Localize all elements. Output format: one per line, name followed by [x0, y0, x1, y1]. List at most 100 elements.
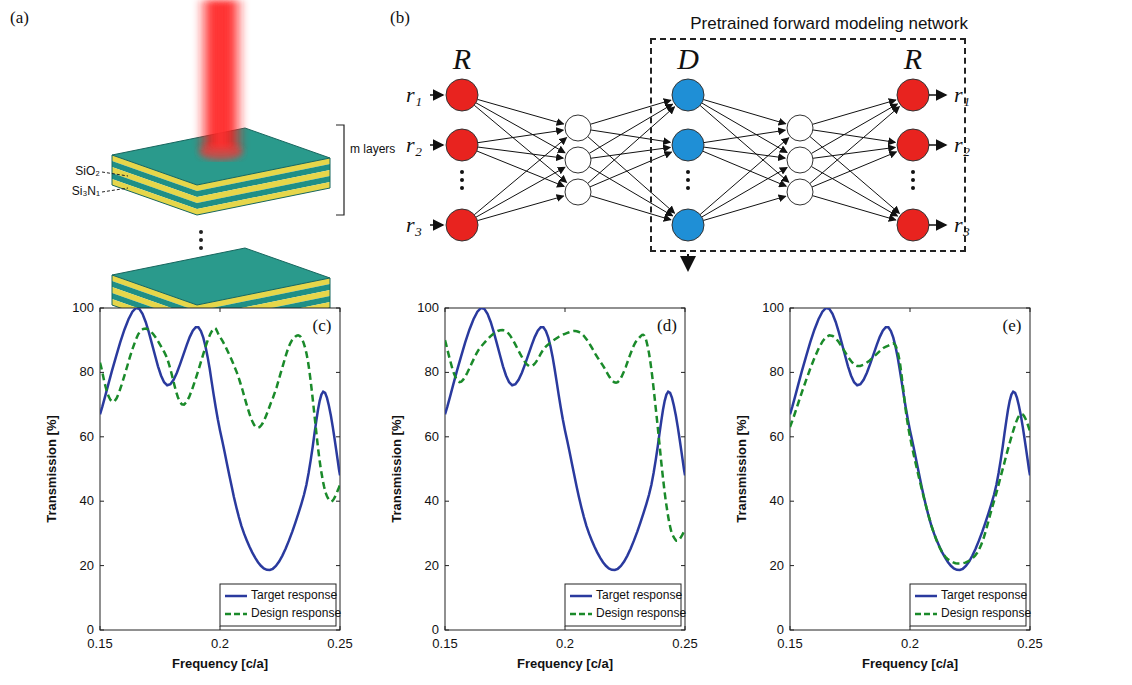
plot-frame	[100, 308, 340, 630]
tick	[445, 630, 449, 631]
tick-label: 40	[80, 494, 94, 508]
axis-title: Frequency [c/a]	[517, 657, 613, 671]
tick	[445, 565, 449, 566]
weight-line	[703, 196, 785, 220]
tick	[445, 501, 449, 502]
tick	[681, 372, 685, 373]
layer-face	[197, 182, 330, 215]
weight-line	[812, 152, 896, 187]
legend-text: Design response	[251, 607, 341, 620]
tick-label: 60	[80, 430, 94, 444]
weight-line	[477, 196, 563, 221]
weight-line	[810, 107, 899, 184]
tick-label: 0.25	[1017, 637, 1042, 651]
tick	[1026, 501, 1030, 502]
tick	[565, 626, 566, 630]
tick	[681, 436, 685, 437]
tick-label: 40	[770, 494, 784, 508]
tick	[336, 501, 340, 502]
tick-label: 0.15	[432, 637, 457, 651]
ellipsis-dot	[911, 186, 915, 190]
neuron	[897, 209, 929, 241]
input-arrow	[430, 224, 443, 226]
tick	[790, 436, 794, 437]
weight-line	[702, 168, 787, 217]
tick-label: 100	[762, 301, 784, 315]
axis-title: Frequency [c/a]	[862, 657, 958, 671]
legend-text: Design response	[596, 607, 686, 620]
tick-label: 0.15	[777, 637, 802, 651]
material-name: Si₃N₁	[72, 185, 100, 198]
panel-label: (e)	[1003, 317, 1022, 336]
label: D	[677, 42, 699, 75]
neuron	[446, 129, 478, 161]
tick	[100, 308, 104, 309]
legend-sample	[225, 613, 247, 616]
vector-component: r₁	[406, 83, 422, 107]
tick	[220, 308, 221, 312]
tick	[1026, 372, 1030, 373]
tick-label: 0.2	[211, 637, 229, 651]
legend-text: Target response	[251, 589, 337, 602]
tick	[1026, 436, 1030, 437]
vector-component: r₃	[954, 213, 970, 237]
plot-frame	[445, 308, 685, 630]
tick-label: 20	[770, 558, 784, 572]
vector-component: r₂	[954, 133, 970, 157]
tick	[681, 501, 685, 502]
axis-title: Transmission [%]	[390, 415, 404, 523]
multilayer-stack	[112, 128, 330, 335]
legend-text: Design response	[941, 607, 1031, 620]
legend-sample	[570, 613, 592, 616]
tick-label: 0.25	[327, 637, 352, 651]
tick	[100, 630, 104, 631]
label: (b)	[390, 9, 410, 28]
tick-label: 80	[770, 365, 784, 379]
tick	[790, 308, 794, 309]
tick	[445, 436, 449, 437]
neuron	[672, 129, 704, 161]
weight-line	[702, 103, 787, 152]
legend-text: Target response	[596, 589, 682, 602]
neuron	[897, 129, 929, 161]
neuron	[787, 179, 813, 205]
ellipsis-dot	[911, 170, 915, 174]
neuron	[787, 115, 813, 141]
neuron	[672, 209, 704, 241]
weight-line	[813, 147, 895, 158]
layer-brace	[336, 125, 344, 215]
target-curve	[100, 308, 340, 570]
tick	[790, 630, 794, 631]
tick	[100, 626, 101, 630]
ellipsis-dot	[460, 170, 464, 174]
tick	[336, 372, 340, 373]
neuron	[565, 179, 591, 205]
tick	[790, 626, 791, 630]
tick-label: 0.15	[87, 637, 112, 651]
weight-line	[813, 130, 895, 142]
weight-line	[700, 138, 789, 215]
tick	[790, 501, 794, 502]
design-curve	[100, 328, 340, 501]
target-curve	[790, 308, 1030, 570]
tick	[685, 308, 686, 312]
tick-label: 0.2	[556, 637, 574, 651]
weight-line	[474, 138, 566, 215]
box-heading: Pretrained forward modeling network	[690, 14, 968, 34]
output-arrow	[929, 144, 946, 146]
tick	[565, 308, 566, 312]
tick	[790, 308, 791, 312]
tick	[336, 308, 340, 309]
legend-sample	[915, 595, 937, 598]
ellipsis-dot	[911, 178, 915, 182]
weight-line	[474, 105, 566, 182]
weight-line	[810, 136, 899, 213]
material-name: SiO₂	[75, 165, 100, 178]
ellipsis-dot	[686, 186, 690, 190]
input-arrow	[430, 144, 443, 146]
tick-label: 60	[425, 430, 439, 444]
tick-label: 0	[432, 623, 439, 637]
label: (a)	[10, 9, 29, 28]
label: R	[453, 42, 471, 75]
axis-title: Frequency [c/a]	[172, 657, 268, 671]
